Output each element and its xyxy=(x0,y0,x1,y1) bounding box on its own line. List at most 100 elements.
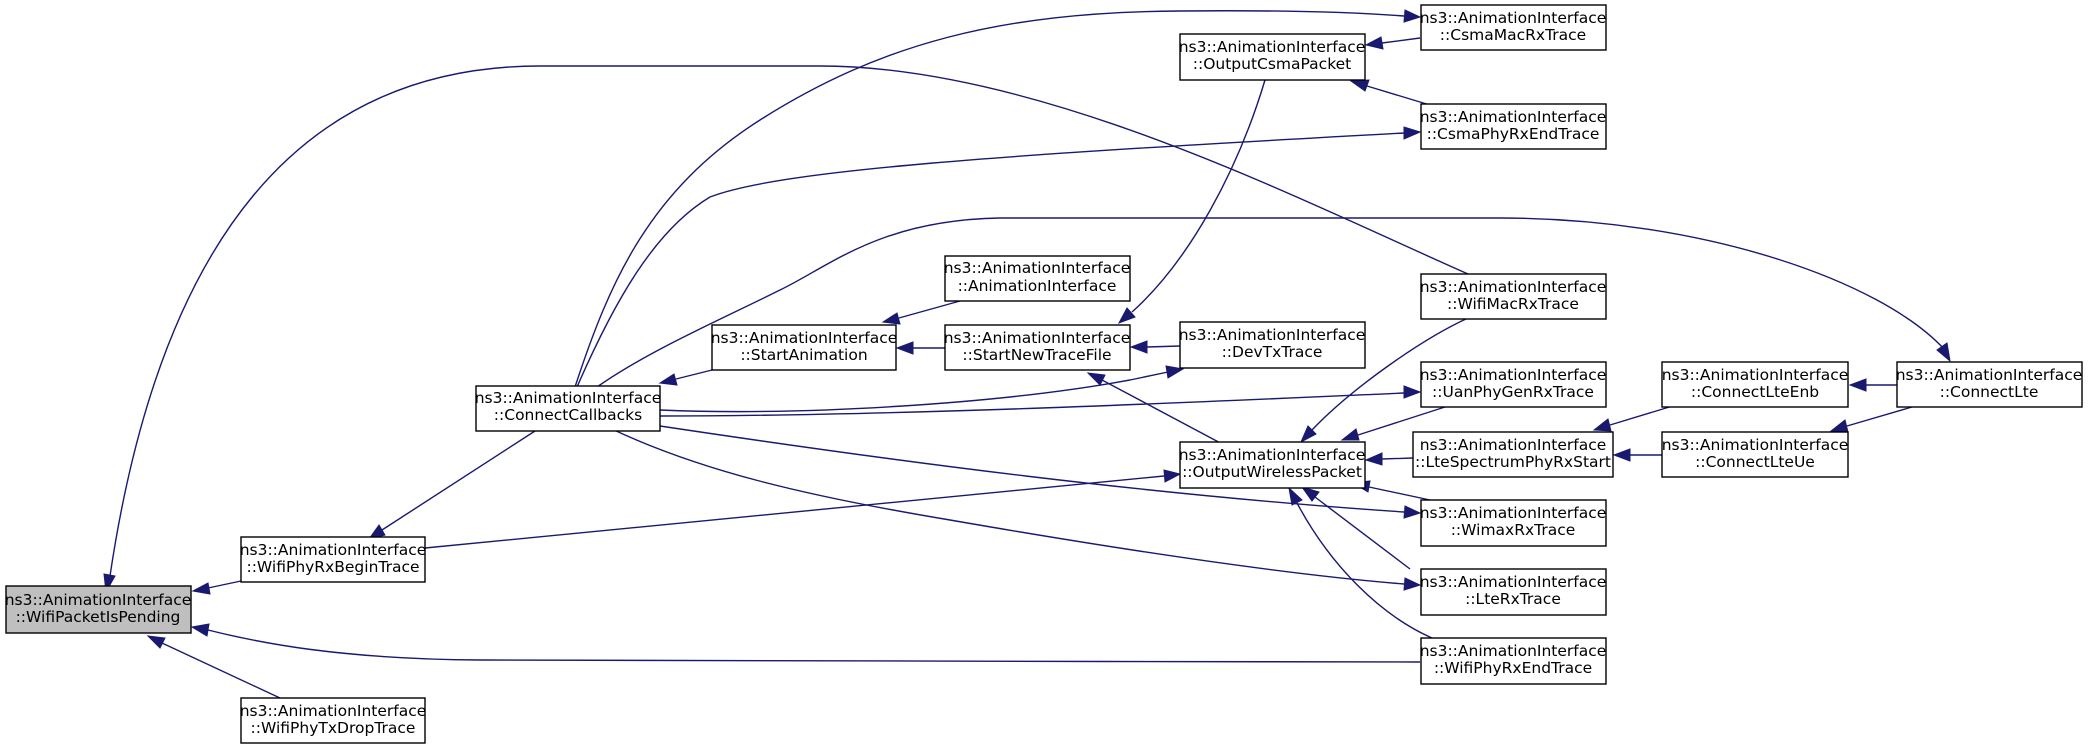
arrowhead xyxy=(1612,448,1631,462)
node-devtxtrace[interactable]: ns3::AnimationInterface ::DevTxTrace xyxy=(1179,321,1366,369)
node-csmaphyrxendtrace[interactable]: ns3::AnimationInterface ::CsmaPhyRxEndTr… xyxy=(1420,103,1607,150)
edge-startanimation-to-connectcallbacks xyxy=(675,369,713,380)
node-label-line1: ns3::AnimationInterface xyxy=(1179,446,1366,464)
node-label-line2: ::ConnectCallbacks xyxy=(494,406,642,424)
edge-connectcallbacks-to-devtxtrace xyxy=(659,371,1169,413)
node-label-line2: ::OutputCsmaPacket xyxy=(1193,55,1352,73)
node-wifiphyrxbegintrace[interactable]: ns3::AnimationInterface ::WifiPhyRxBegin… xyxy=(240,536,427,583)
node-ltespectrumphyrxstart[interactable]: ns3::AnimationInterface ::LteSpectrumPhy… xyxy=(1412,431,1614,478)
edge-ltespectrumphyrxstart-to-outputwirelesspacket xyxy=(1381,457,1414,460)
node-animationinterface[interactable]: ns3::AnimationInterface ::AnimationInter… xyxy=(944,255,1131,302)
edge-connectcallbacks-to-uanphygenrxtrace xyxy=(659,392,1405,417)
arrowhead xyxy=(1403,505,1422,519)
node-label-line2: ::LteRxTrace xyxy=(1465,590,1561,608)
edge-wifiphytxdroptrace-to-wifipacketispending xyxy=(161,642,281,699)
node-label-line1: ns3::AnimationInterface xyxy=(1420,366,1607,384)
edge-devtxtrace-to-startnewtracefile xyxy=(1146,345,1181,348)
node-label-line1: ns3::AnimationInterface xyxy=(1179,38,1366,56)
edge-connectcallbacks-to-ltertrace xyxy=(613,429,1405,585)
arrowhead xyxy=(191,582,211,595)
edge-connectcallbacks-to-wimaxrxtrace xyxy=(659,425,1405,513)
node-label-line2: ::WifiPhyRxEndTrace xyxy=(1434,659,1592,677)
node-wifipacketispending[interactable]: ns3::AnimationInterface ::WifiPacketIsPe… xyxy=(5,585,192,634)
arrowhead xyxy=(1403,385,1422,399)
arrowhead xyxy=(1592,418,1612,432)
arrowhead xyxy=(1288,486,1303,506)
node-label-line1: ns3::AnimationInterface xyxy=(1662,436,1849,454)
node-label-line1: ns3::AnimationInterface xyxy=(1420,436,1607,454)
node-label-line1: ns3::AnimationInterface xyxy=(944,329,1131,347)
node-label-line2: ::WifiPhyRxBeginTrace xyxy=(246,558,419,576)
node-label-line2: ::CsmaPhyRxEndTrace xyxy=(1427,125,1600,143)
arrowhead xyxy=(1848,378,1867,392)
edge-wifiphyrxendtrace-to-wifipacketispending xyxy=(207,629,1421,663)
arrowhead xyxy=(146,635,166,649)
arrowhead xyxy=(1340,428,1360,441)
node-connectlteenb[interactable]: ns3::AnimationInterface ::ConnectLteEnb xyxy=(1661,361,1849,408)
edge-wifiphyrxendtrace-to-outputwirelesspacket xyxy=(1296,502,1433,639)
node-outputwirelesspacket[interactable]: ns3::AnimationInterface ::OutputWireless… xyxy=(1179,441,1366,489)
edge-ltertrace-to-outputwirelesspacket xyxy=(1314,496,1411,570)
node-label-line2: ::DevTxTrace xyxy=(1222,343,1323,361)
edge-wifimacrxtrace-to-outputwirelesspacket xyxy=(1311,317,1469,431)
node-outputcsmapacket[interactable]: ns3::AnimationInterface ::OutputCsmaPack… xyxy=(1179,33,1366,81)
arrowhead xyxy=(1300,486,1320,502)
arrowhead xyxy=(190,623,210,637)
node-label-line1: ns3::AnimationInterface xyxy=(240,541,427,559)
node-startanimation[interactable]: ns3::AnimationInterface ::StartAnimation xyxy=(711,324,898,371)
edge-csmaphyrxendtrace-to-outputcsmapacket xyxy=(1366,85,1431,106)
node-label-line1: ns3::AnimationInterface xyxy=(1896,366,2083,384)
node-connectlte[interactable]: ns3::AnimationInterface ::ConnectLte xyxy=(1896,361,2083,408)
arrowhead xyxy=(895,341,914,355)
arrowhead xyxy=(1364,36,1384,50)
node-label-line1: ns3::AnimationInterface xyxy=(1662,366,1849,384)
node-uanphygenrxtrace[interactable]: ns3::AnimationInterface ::UanPhyGenRxTra… xyxy=(1420,361,1607,408)
node-label-line2: ::CsmaMacRxTrace xyxy=(1440,26,1586,44)
node-label-line2: ::WifiPacketIsPending xyxy=(16,608,181,626)
edge-outputwirelesspacket-to-startnewtracefile xyxy=(1101,379,1227,447)
node-label-line1: ns3::AnimationInterface xyxy=(475,389,662,407)
node-ltertrace[interactable]: ns3::AnimationInterface ::LteRxTrace xyxy=(1420,568,1607,616)
node-wifiphytxdroptrace[interactable]: ns3::AnimationInterface ::WifiPhyTxDropT… xyxy=(240,697,427,744)
edge-animationinterface-to-startanimation xyxy=(898,300,961,319)
edge-connectcallbacks-to-csmaphyrxendtrace xyxy=(576,132,1405,388)
node-label-line1: ns3::AnimationInterface xyxy=(5,591,192,609)
nodes: ns3::AnimationInterface ::WifiPacketIsPe… xyxy=(5,4,2083,744)
edge-outputcsmapacket-to-startnewtracefile xyxy=(1131,79,1266,313)
arrowhead xyxy=(1086,372,1106,386)
node-label-line1: ns3::AnimationInterface xyxy=(240,702,427,720)
node-label-line2: ::LteSpectrumPhyRxStart xyxy=(1415,453,1611,471)
node-label-line2: ::ConnectLteUe xyxy=(1695,453,1815,471)
edge-connectcallbacks-to-wifiphyrxbegintrace xyxy=(381,430,536,531)
arrowhead xyxy=(1403,126,1422,140)
node-wifiphyrxendtrace[interactable]: ns3::AnimationInterface ::WifiPhyRxEndTr… xyxy=(1420,637,1607,685)
node-label-line1: ns3::AnimationInterface xyxy=(1420,278,1607,296)
node-wimaxrxtrace[interactable]: ns3::AnimationInterface ::WimaxRxTrace xyxy=(1420,499,1607,547)
node-csmamacrxtrace[interactable]: ns3::AnimationInterface ::CsmaMacRxTrace xyxy=(1420,4,1607,51)
node-connectlteue[interactable]: ns3::AnimationInterface ::ConnectLteUe xyxy=(1661,431,1849,478)
node-label-line2: ::WifiMacRxTrace xyxy=(1447,295,1579,313)
node-label-line2: ::StartAnimation xyxy=(740,346,867,364)
node-startnewtracefile[interactable]: ns3::AnimationInterface ::StartNewTraceF… xyxy=(944,324,1131,371)
arrowhead xyxy=(1403,577,1422,591)
node-wifimacrxtrace[interactable]: ns3::AnimationInterface ::WifiMacRxTrace xyxy=(1420,273,1607,320)
node-label-line1: ns3::AnimationInterface xyxy=(711,329,898,347)
arrowhead xyxy=(1117,307,1136,324)
edge-wifiphyrxbegintrace-to-wifipacketispending xyxy=(207,580,242,589)
arrowhead xyxy=(881,312,901,325)
arrowhead xyxy=(1299,425,1317,444)
node-label-line2: ::AnimationInterface xyxy=(958,277,1117,295)
node-label-line2: ::ConnectLteEnb xyxy=(1691,383,1819,401)
node-label-line1: ns3::AnimationInterface xyxy=(1420,573,1607,591)
node-label-line1: ns3::AnimationInterface xyxy=(1420,108,1607,126)
arrowhead xyxy=(1349,79,1370,92)
arrowhead xyxy=(1163,469,1182,483)
node-connectcallbacks[interactable]: ns3::AnimationInterface ::ConnectCallbac… xyxy=(475,385,662,432)
node-label-line1: ns3::AnimationInterface xyxy=(944,259,1131,277)
edge-uanphygenrxtrace-to-outputwirelesspacket xyxy=(1357,406,1446,436)
node-label-line2: ::OutputWirelessPacket xyxy=(1182,463,1362,481)
node-label-line2: ::WifiPhyTxDropTrace xyxy=(251,719,416,737)
arrowhead xyxy=(1364,452,1383,466)
arrowhead xyxy=(1165,365,1185,379)
